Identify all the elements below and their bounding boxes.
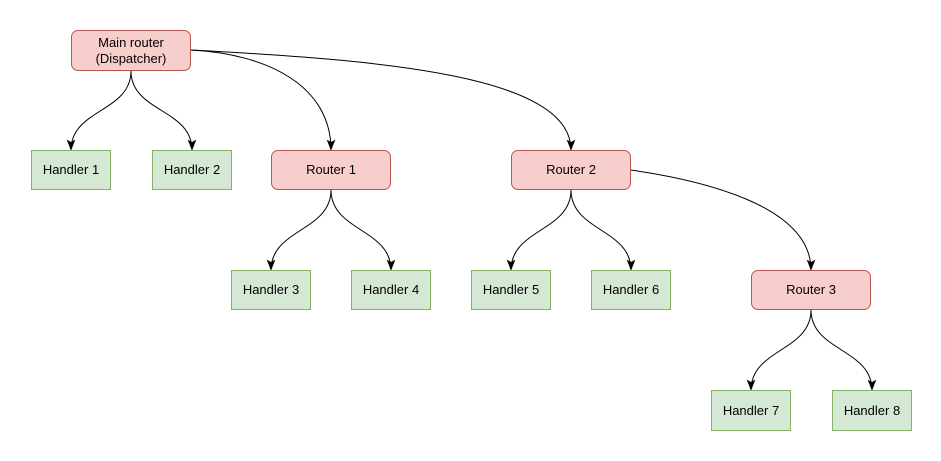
edge-router1-to-handler4: [330, 189, 396, 271]
node-label: Handler 6: [602, 282, 660, 297]
node-handler-6: Handler 6: [591, 270, 671, 310]
node-router-3: Router 3: [751, 270, 871, 310]
edge-router3-to-handler7: [746, 309, 812, 391]
edge-main-to-handler1: [66, 70, 132, 151]
edge-main-to-router2: [190, 49, 576, 151]
node-label: Router 1: [306, 162, 356, 177]
node-label: Handler 4: [362, 282, 420, 297]
node-label: Handler 1: [42, 162, 100, 177]
node-label: Router 2: [546, 162, 596, 177]
node-label: Handler 7: [722, 402, 780, 418]
edge-main-to-router1: [190, 49, 336, 151]
node-handler-7: Handler 7: [711, 390, 791, 431]
node-handler-2: Handler 2: [152, 150, 232, 190]
node-label: Router 3: [786, 282, 836, 297]
node-handler-8: Handler 8: [832, 390, 912, 431]
edge-router2-to-handler6: [570, 189, 636, 271]
node-label: Handler 5: [482, 282, 540, 297]
node-label: Main router: [98, 34, 164, 50]
node-sublabel: (Dispatcher): [95, 50, 167, 66]
node-router-2: Router 2: [511, 150, 631, 190]
node-label: Handler 3: [242, 282, 300, 297]
node-router-1: Router 1: [271, 150, 391, 190]
node-handler-5: Handler 5: [471, 270, 551, 310]
node-handler-1: Handler 1: [31, 150, 111, 190]
node-label: Handler 2: [163, 162, 221, 177]
edge-router1-to-handler3: [266, 189, 332, 271]
edge-router2-to-router3: [630, 169, 816, 271]
edge-router3-to-handler8: [810, 309, 877, 391]
edge-main-to-handler2: [130, 70, 197, 151]
node-handler-4: Handler 4: [351, 270, 431, 310]
edge-router2-to-handler5: [506, 189, 572, 271]
node-main-router: Main router (Dispatcher): [71, 30, 191, 71]
node-label: Handler 8: [843, 402, 901, 418]
node-handler-3: Handler 3: [231, 270, 311, 310]
